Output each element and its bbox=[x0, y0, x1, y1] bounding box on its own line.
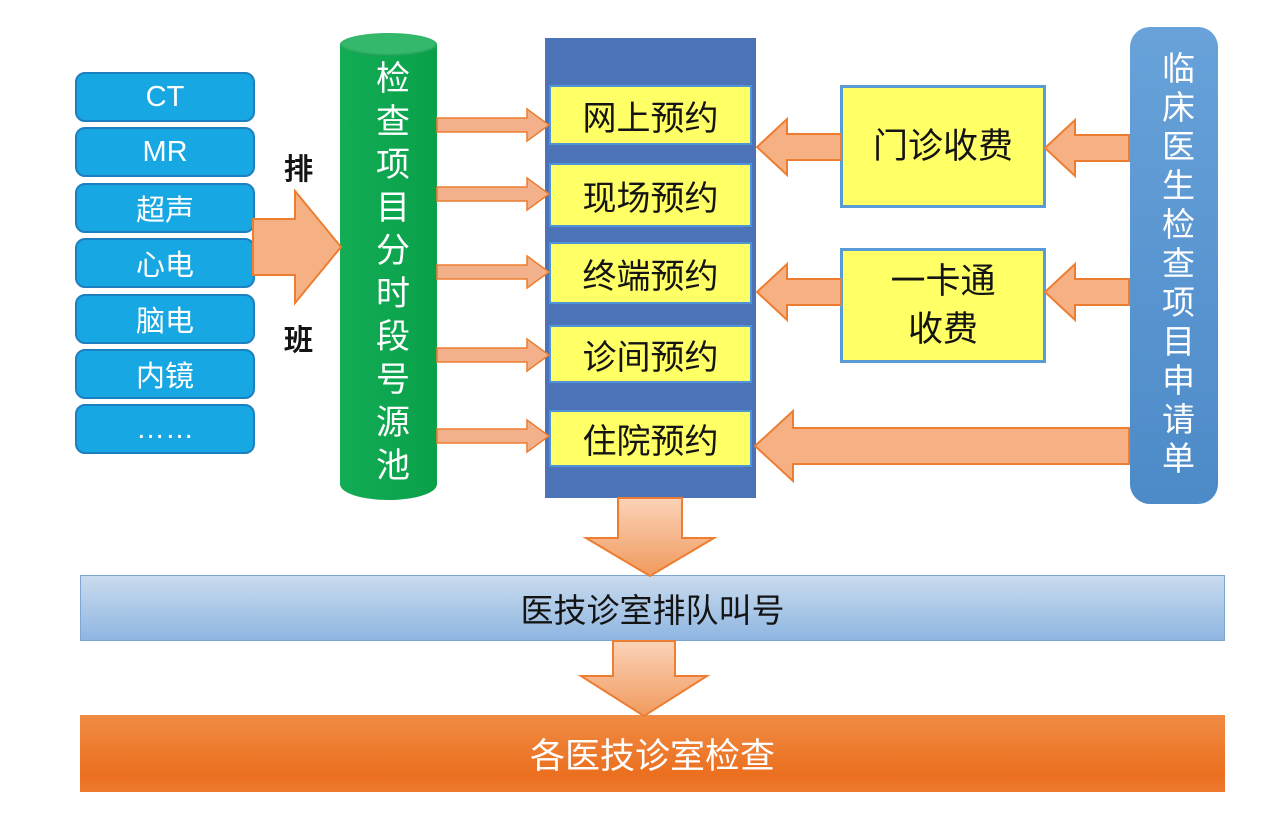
payment-label: 门诊收费 bbox=[872, 126, 1013, 166]
booking-box-onsite: 现场预约 bbox=[549, 163, 752, 227]
booking-label: 现场预约 bbox=[582, 180, 719, 218]
arrow-pool-to-terminal bbox=[436, 254, 551, 290]
modality-label: MR bbox=[142, 135, 188, 168]
modality-box-ecg: 心电 bbox=[75, 238, 255, 288]
modality-label: CT bbox=[145, 80, 185, 113]
arrow-modalities-to-pool bbox=[252, 188, 343, 306]
slot-pool-label: 检查项目分时段号源池 bbox=[370, 60, 408, 490]
slot-pool-cylinder-top bbox=[340, 33, 437, 56]
booking-label: 住院预约 bbox=[582, 424, 719, 461]
booking-box-inpatient: 住院预约 bbox=[549, 410, 752, 467]
payment-box-onecard: 一卡通 收费 bbox=[840, 248, 1046, 363]
exam-rooms-label: 各医技诊室检查 bbox=[529, 737, 775, 776]
arrow-queue-to-exam bbox=[577, 640, 711, 718]
modality-label: 内镜 bbox=[135, 361, 194, 393]
schedule-label-bottom: 班 bbox=[284, 325, 314, 357]
arrow-onecard-to-booking bbox=[755, 261, 842, 323]
modality-box-ellipsis: …… bbox=[75, 404, 255, 454]
arrow-booking-to-queue bbox=[582, 497, 718, 578]
request-form-label: 临床医生检查项目申请单 bbox=[1156, 51, 1193, 480]
arrow-pool-to-onsite bbox=[436, 176, 551, 212]
arrow-outpatient-to-booking bbox=[755, 116, 842, 178]
slot-pool-cylinder: 检查项目分时段号源池 bbox=[340, 44, 437, 500]
exam-rooms-bar: 各医技诊室检查 bbox=[80, 715, 1225, 792]
modality-label: 脑电 bbox=[135, 306, 194, 338]
modality-box-mr: MR bbox=[75, 127, 255, 177]
booking-label: 网上预约 bbox=[582, 100, 719, 138]
arrow-pool-to-online bbox=[436, 107, 551, 143]
modality-box-ultrasound: 超声 bbox=[75, 183, 255, 233]
request-form-box: 临床医生检查项目申请单 bbox=[1130, 27, 1218, 504]
booking-box-terminal: 终端预约 bbox=[549, 242, 752, 304]
arrow-request-to-outpatient bbox=[1043, 117, 1130, 179]
modality-label: 超声 bbox=[135, 195, 194, 227]
modality-box-endoscopy: 内镜 bbox=[75, 349, 255, 399]
arrow-request-to-inpatient bbox=[753, 408, 1130, 484]
booking-label: 诊间预约 bbox=[582, 339, 719, 377]
arrow-pool-to-clinic bbox=[436, 337, 551, 373]
modality-box-ct: CT bbox=[75, 72, 255, 122]
booking-label: 终端预约 bbox=[582, 258, 719, 296]
booking-box-clinic: 诊间预约 bbox=[549, 325, 752, 383]
arrow-request-to-onecard bbox=[1043, 261, 1130, 323]
payment-box-outpatient: 门诊收费 bbox=[840, 85, 1046, 208]
schedule-label-top: 排 bbox=[284, 154, 314, 186]
queue-call-bar: 医技诊室排队叫号 bbox=[80, 575, 1225, 641]
payment-label: 一卡通 收费 bbox=[890, 262, 996, 349]
booking-box-online: 网上预约 bbox=[549, 85, 752, 145]
queue-call-label: 医技诊室排队叫号 bbox=[520, 594, 785, 630]
arrow-pool-to-inpatient bbox=[436, 418, 551, 454]
modality-label: …… bbox=[136, 412, 194, 445]
modality-box-eeg: 脑电 bbox=[75, 294, 255, 344]
modality-label: 心电 bbox=[135, 250, 194, 282]
